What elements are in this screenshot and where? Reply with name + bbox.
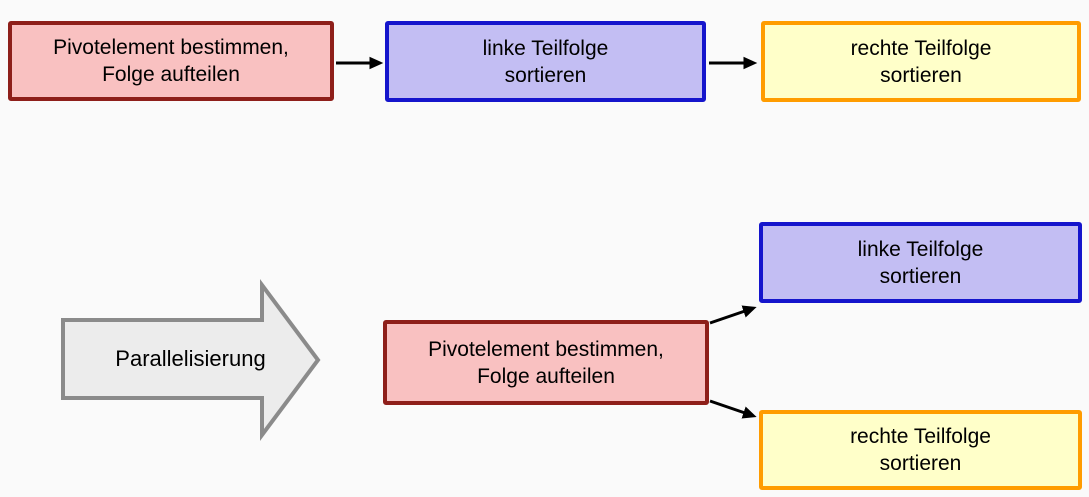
par-left-label-line2: sortieren [879,264,962,288]
seq-pivot-label-line2: Folge aufteilen [102,63,240,86]
par-pivot-label-line2: Folge aufteilen [477,364,615,388]
branch-arrow-pivot-to-right [709,399,757,419]
seq-pivot-box: Pivotelement bestimmen, Folge aufteilen [8,21,334,101]
par-left-label-line1: linke Teilfolge [857,237,984,261]
seq-pivot-label-line1: Pivotelement bestimmen, [53,36,289,59]
par-left-subsequence-box: linke Teilfolge sortieren [759,222,1082,303]
seq-right-label-line2: sortieren [880,63,962,87]
par-right-label-line1: rechte Teilfolge [850,425,991,448]
seq-left-label-line1: linke Teilfolge [482,36,609,60]
parallelization-arrow-label: Parallelisierung [115,346,266,371]
par-pivot-box: Pivotelement bestimmen, Folge aufteilen [383,320,709,405]
seq-right-label-line1: rechte Teilfolge [850,36,992,60]
seq-right-subsequence-box: rechte Teilfolge sortieren [761,21,1081,102]
branch-arrow-pivot-to-left [709,305,757,325]
par-pivot-label-line1: Pivotelement bestimmen, [428,337,664,361]
seq-left-label-line2: sortieren [504,63,587,87]
par-right-subsequence-box: rechte Teilfolge sortieren [759,410,1082,490]
par-right-label-line2: sortieren [879,452,962,475]
seq-left-subsequence-box: linke Teilfolge sortieren [385,21,706,102]
